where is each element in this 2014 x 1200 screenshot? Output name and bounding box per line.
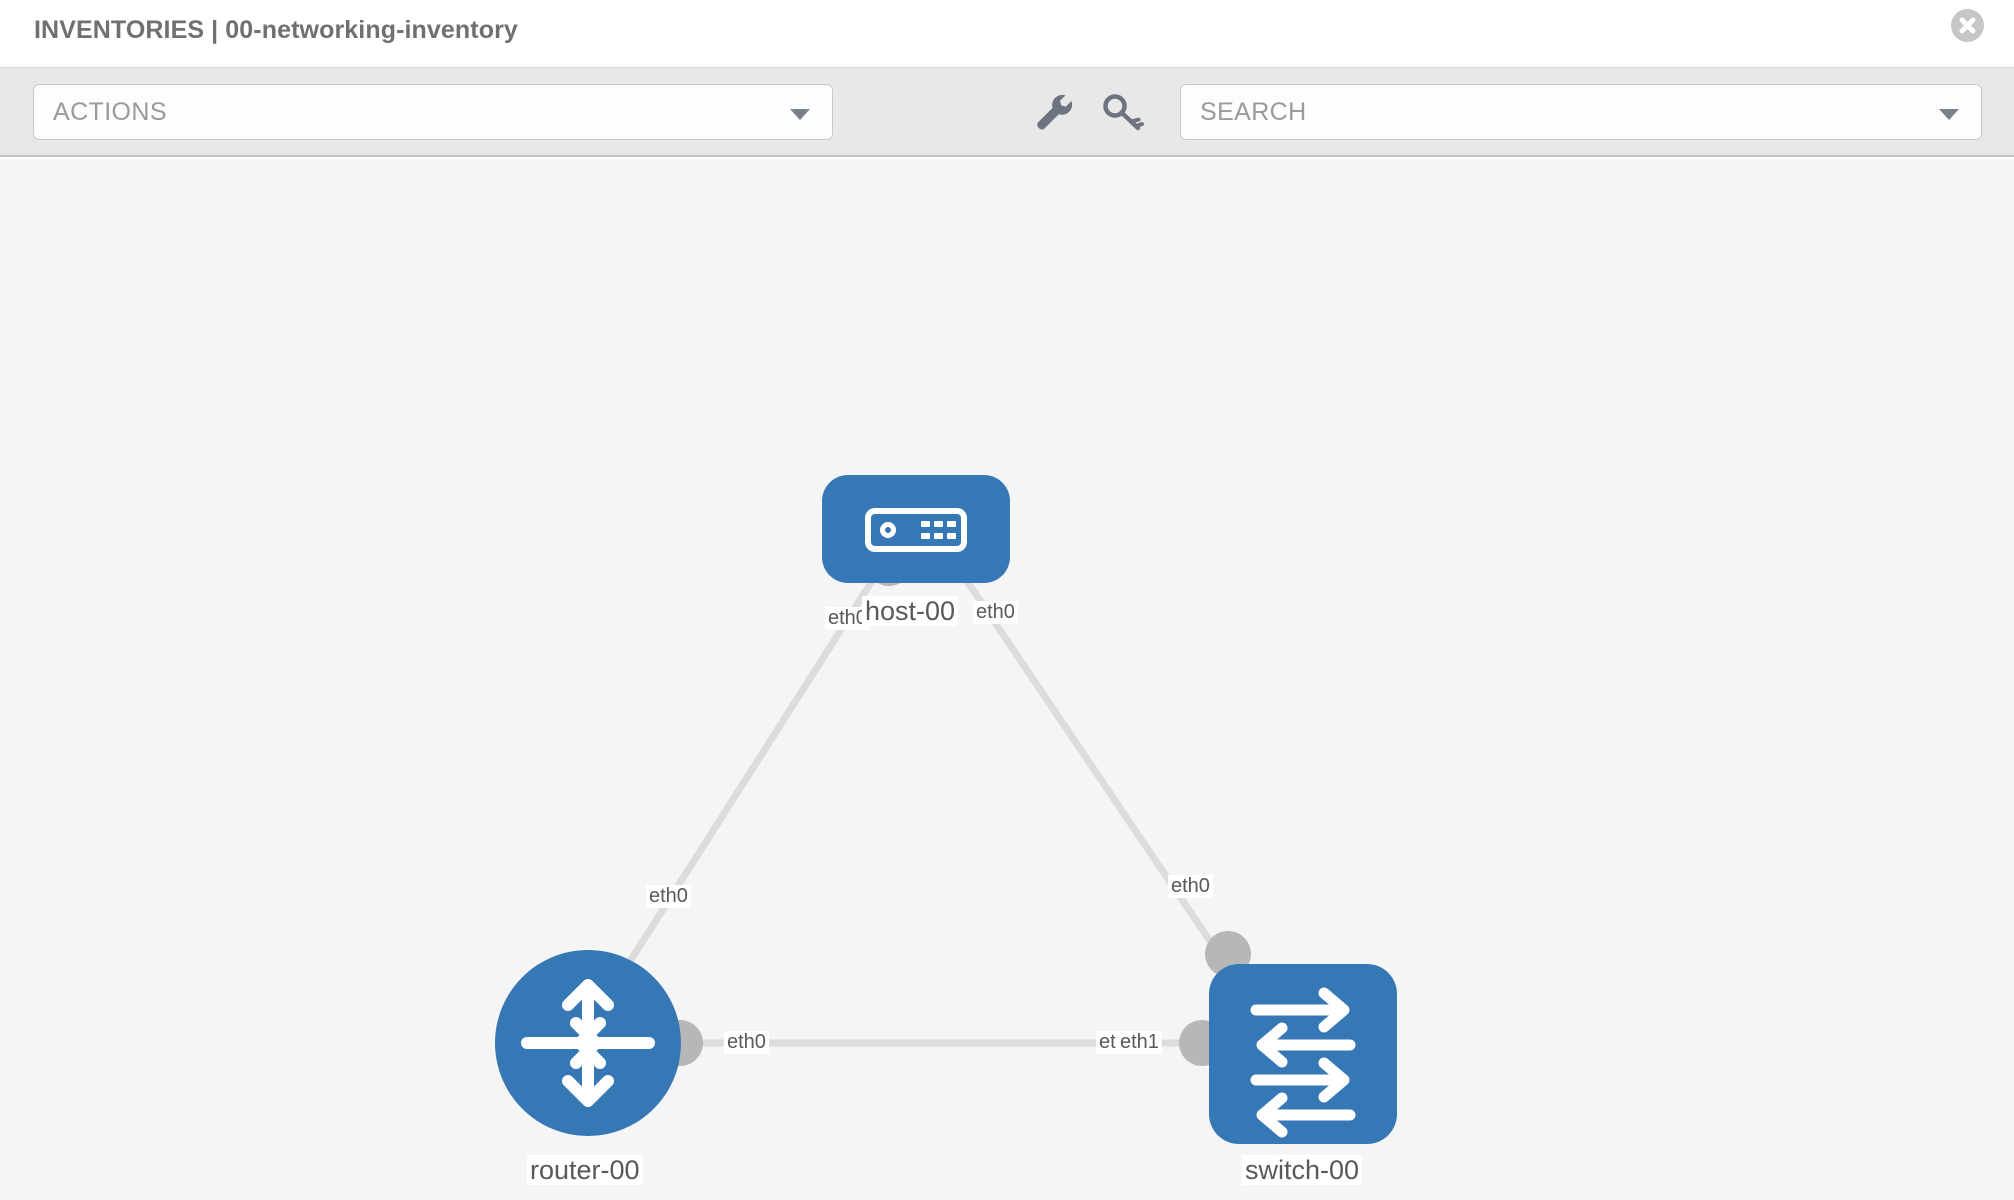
search-input-placeholder: SEARCH xyxy=(1200,98,1307,126)
iface-label: eth0 xyxy=(1168,875,1213,898)
topology-links xyxy=(617,557,1225,1047)
page-title: INVENTORIES | 00-networking-inventory xyxy=(34,16,518,44)
node-switch-00[interactable] xyxy=(1209,964,1397,1144)
wrench-icon[interactable] xyxy=(1032,90,1078,134)
iface-label: eth0 xyxy=(825,607,870,630)
topology-graph xyxy=(495,475,1397,1144)
node-host-00[interactable] xyxy=(822,475,1010,583)
page-header: INVENTORIES | 00-networking-inventory xyxy=(0,0,2014,68)
topology-canvas[interactable]: eth0 eth0 eth0 eth0 eth0 eth0 eth1 host-… xyxy=(0,159,2014,1200)
node-name-label-host: host-00 xyxy=(862,596,959,627)
node-name-label-router: router-00 xyxy=(527,1155,643,1186)
actions-dropdown[interactable]: ACTIONS xyxy=(33,84,833,140)
search-input[interactable]: SEARCH xyxy=(1180,84,1982,140)
chevron-down-icon xyxy=(790,109,810,120)
chevron-down-icon[interactable] xyxy=(1939,109,1959,120)
iface-label: eth0 xyxy=(724,1031,769,1054)
switch-icon xyxy=(1250,987,1356,1138)
iface-label: eth0 xyxy=(973,601,1018,624)
iface-label: eth1 xyxy=(1117,1031,1162,1054)
node-name-label-switch: switch-00 xyxy=(1242,1155,1363,1186)
server-icon xyxy=(865,508,967,552)
node-router-00[interactable] xyxy=(495,950,681,1136)
toolbar: ACTIONS SEARCH xyxy=(0,68,2014,157)
router-icon xyxy=(521,979,655,1107)
key-icon[interactable] xyxy=(1100,90,1146,134)
iface-label: eth0 xyxy=(646,885,691,908)
actions-dropdown-label: ACTIONS xyxy=(53,98,167,126)
close-icon[interactable] xyxy=(1951,9,1984,42)
